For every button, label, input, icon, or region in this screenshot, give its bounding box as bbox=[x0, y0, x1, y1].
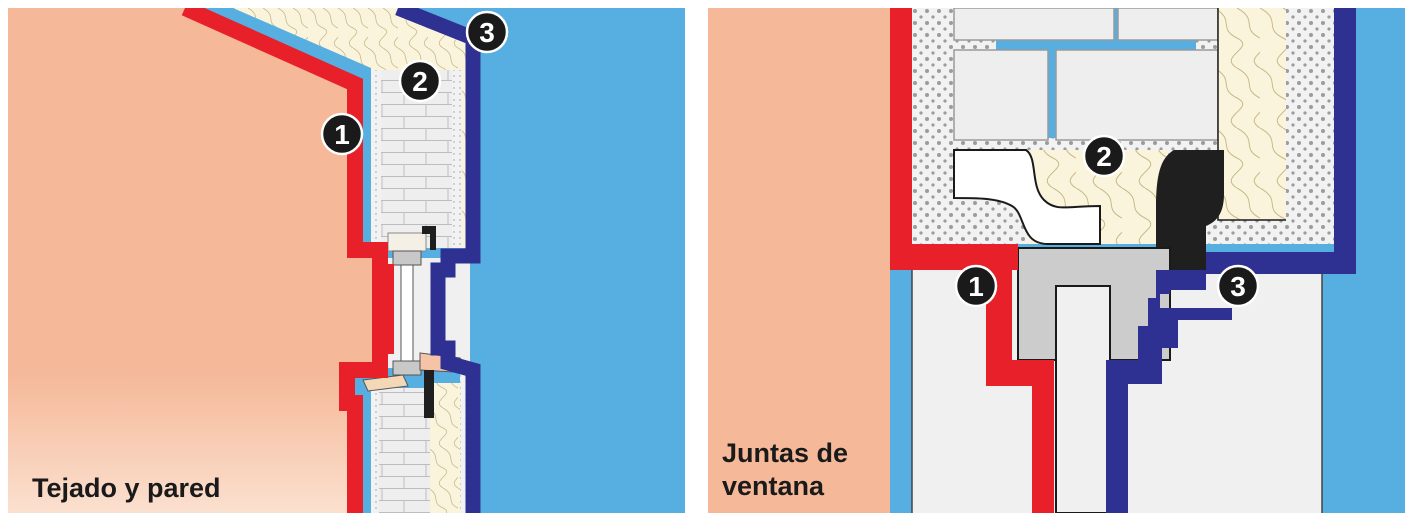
svg-text:1: 1 bbox=[334, 119, 350, 150]
roof-wall-diagram: 1 2 3 Tejado y pared bbox=[8, 8, 685, 513]
marker-3: 3 bbox=[1216, 264, 1260, 308]
roof-wall-section bbox=[8, 8, 685, 513]
caption-window-joints: Juntas de ventana bbox=[722, 437, 922, 503]
interior-area bbox=[708, 8, 890, 513]
marker-1: 1 bbox=[954, 264, 998, 308]
window-joint-section bbox=[708, 8, 1405, 513]
svg-text:2: 2 bbox=[1096, 141, 1112, 172]
right-markers: 1 2 3 bbox=[954, 134, 1260, 308]
lower-wall-bricks bbox=[378, 388, 430, 513]
interior-area bbox=[8, 8, 380, 513]
lower-render bbox=[460, 368, 470, 513]
lower-plaster bbox=[371, 388, 379, 513]
inner-airtight-seal-frame bbox=[986, 270, 1054, 513]
reveal-lines bbox=[911, 270, 1323, 513]
brick-courses bbox=[953, 8, 1219, 141]
svg-text:1: 1 bbox=[968, 271, 984, 302]
lower-insulation bbox=[430, 383, 460, 513]
sill-membrane bbox=[424, 370, 434, 418]
outer-wind-seal bbox=[395, 8, 481, 513]
window-joint-diagram: 1 2 3 Juntas de ventana bbox=[708, 8, 1405, 513]
svg-text:3: 3 bbox=[1230, 271, 1246, 302]
wall-insulation bbox=[1218, 8, 1286, 220]
outer-membrane bbox=[1156, 150, 1224, 290]
marker-1: 1 bbox=[320, 112, 364, 156]
marker-2: 2 bbox=[398, 59, 442, 103]
caption-line-2: ventana bbox=[722, 471, 825, 501]
marker-3: 3 bbox=[465, 10, 509, 54]
window-sill-inner bbox=[362, 374, 409, 392]
marker-2: 2 bbox=[1082, 134, 1126, 178]
upper-render bbox=[452, 70, 462, 248]
left-markers: 1 2 3 bbox=[320, 10, 509, 156]
inner-seal-window-return bbox=[380, 264, 394, 354]
svg-text:3: 3 bbox=[479, 17, 495, 48]
caption-line-1: Juntas de bbox=[722, 438, 849, 468]
upper-plaster bbox=[371, 70, 381, 248]
caption-roof-wall: Tejado y pared bbox=[32, 473, 221, 503]
inner-tape bbox=[953, 149, 1101, 245]
window-sash bbox=[1055, 285, 1111, 513]
outer-wind-seal bbox=[1106, 8, 1356, 513]
svg-text:2: 2 bbox=[412, 66, 428, 97]
head-membrane bbox=[422, 226, 436, 250]
